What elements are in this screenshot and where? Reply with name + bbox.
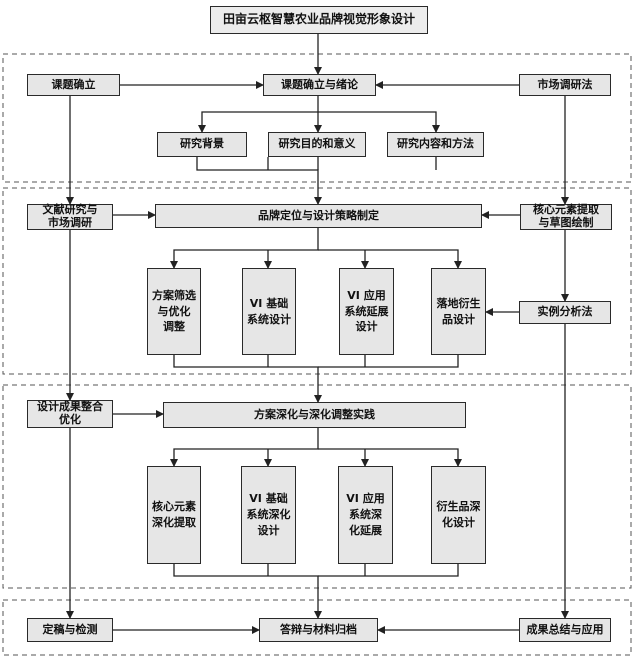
node-vi-basic-deepen: VI 基础 系统深化 设计 <box>241 466 296 564</box>
node-vi-app: VI 应用 系统延展 设计 <box>339 268 394 355</box>
arrow-merge-deepen <box>173 355 322 403</box>
phase-frame-2 <box>2 187 632 375</box>
node-purpose: 研究目的和意义 <box>268 132 366 157</box>
arrow-merge-defense <box>173 564 322 619</box>
node-literature: 文献研究与 市场调研 <box>27 204 113 230</box>
node-scheme-select: 方案筛选 与优化 调整 <box>147 268 201 355</box>
node-deepen: 方案深化与深化调整实践 <box>163 402 466 428</box>
node-finalize: 定稿与检测 <box>27 618 113 642</box>
arrow-deepen-b1 <box>170 428 319 467</box>
node-market-research: 市场调研法 <box>519 74 611 96</box>
arrow-positioning-b1 <box>170 228 319 269</box>
node-derivative-deepen: 衍生品深 化设计 <box>431 466 486 564</box>
node-result-integrate: 设计成果整合 优化 <box>27 400 113 428</box>
arrow-positioning-b4 <box>318 249 462 269</box>
node-case-analysis: 实例分析法 <box>519 301 611 324</box>
node-core-extract: 核心元素提取 与草图绘制 <box>520 204 612 230</box>
node-defense: 答辩与材料归档 <box>259 618 378 642</box>
node-topic-intro: 课题确立与绪论 <box>263 74 376 96</box>
arrow-intro-branch-right <box>318 111 440 133</box>
arrow-deepen-b4 <box>318 448 462 467</box>
node-topic-confirm: 课题确立 <box>27 74 120 96</box>
node-content-method: 研究内容和方法 <box>387 132 484 157</box>
node-core-deepen: 核心元素 深化提取 <box>147 466 201 564</box>
phase-frame-3 <box>2 384 632 589</box>
node-vi-app-deepen: VI 应用 系统深 化延展 <box>338 466 393 564</box>
node-vi-basic: VI 基础 系统设计 <box>242 268 296 355</box>
node-summary: 成果总结与应用 <box>519 618 611 642</box>
arrow-intro-branch-left <box>198 111 318 133</box>
node-positioning: 品牌定位与设计策略制定 <box>155 204 482 228</box>
node-background: 研究背景 <box>157 132 247 157</box>
arrow-merge-positioning <box>196 157 322 205</box>
node-derivative: 落地衍生 品设计 <box>431 268 486 355</box>
node-title: 田亩云枢智慧农业品牌视觉形象设计 <box>210 6 428 34</box>
